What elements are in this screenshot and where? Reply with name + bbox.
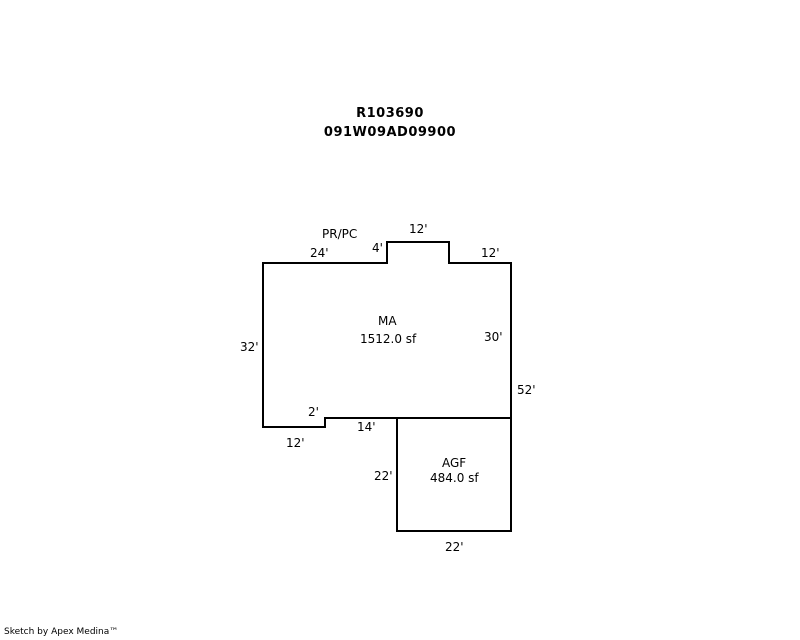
main-area-label: MA	[378, 314, 397, 328]
garage-outline	[396, 417, 512, 532]
dim-right-upper: 30'	[484, 330, 503, 344]
main-area-outline	[262, 241, 512, 428]
garage-dim-bottom: 22'	[445, 540, 464, 554]
main-area-annotation: PR/PC	[322, 227, 357, 241]
dim-top-right: 12'	[481, 246, 500, 260]
record-id: R103690	[356, 106, 424, 121]
sketch-credit: Sketch by Apex Medina™	[4, 627, 119, 637]
dim-right-total: 52'	[517, 383, 536, 397]
garage-size: 484.0 sf	[430, 471, 479, 485]
dim-left: 32'	[240, 340, 259, 354]
dim-top-left: 24'	[310, 246, 329, 260]
dim-step: 2'	[308, 405, 319, 419]
dim-bottom-left: 12'	[286, 436, 305, 450]
garage-label: AGF	[442, 456, 466, 470]
parcel-id: 091W09AD09900	[323, 125, 457, 140]
dim-notch-side: 4'	[372, 241, 383, 255]
garage-dim-left: 22'	[374, 469, 393, 483]
main-area-size: 1512.0 sf	[360, 332, 417, 346]
dim-notch-top: 12'	[409, 222, 428, 236]
dim-bottom-mid: 14'	[357, 420, 376, 434]
